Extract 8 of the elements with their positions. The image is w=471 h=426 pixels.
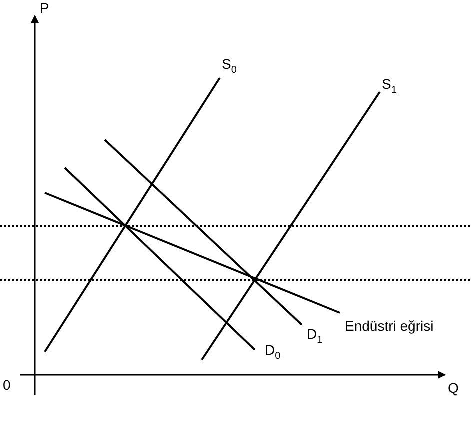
axis-label: Q: [448, 380, 459, 396]
curve-label: D$_{1}$: [307, 326, 323, 348]
origin-label: 0: [3, 377, 11, 393]
curve-label: D$_{0}$: [265, 342, 281, 364]
curve-label: S$_{0}$: [222, 56, 237, 78]
axis-label: P: [40, 0, 50, 16]
curve-label: Endüstri eğrisi: [345, 318, 434, 334]
curve-label: S$_{1}$: [382, 76, 397, 98]
